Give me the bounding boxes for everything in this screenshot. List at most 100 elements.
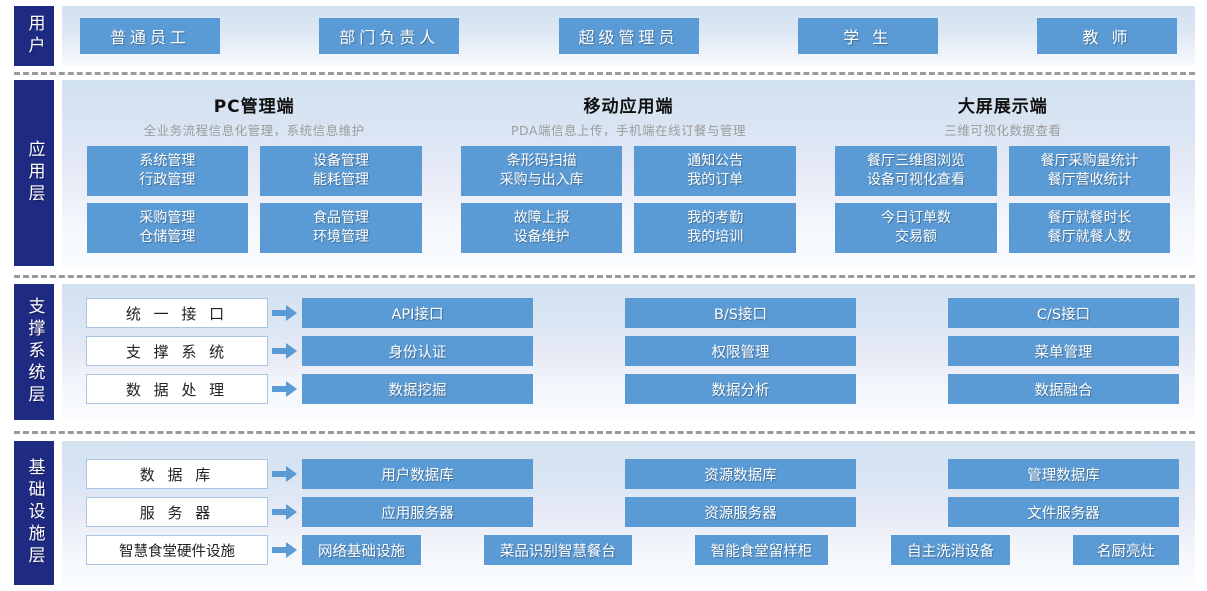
arrow-right-icon (268, 342, 302, 360)
infra-row-label: 数 据 库 (86, 459, 268, 489)
app-card-grid: 餐厅三维图浏览 设备可视化查看 餐厅采购量统计 餐厅营收统计 今日订单数 交易额… (835, 146, 1171, 253)
app-module-line1: 通知公告 (687, 153, 744, 169)
app-module-line2: 交易额 (895, 228, 938, 245)
layer-application: 应用层 PC管理端 全业务流程信息化管理，系统信息维护 系统管理 行政管理 设备… (0, 80, 1207, 266)
app-module-line2: 设备维护 (513, 228, 570, 245)
app-module[interactable]: 条形码扫描 采购与出入库 (460, 146, 623, 196)
app-module[interactable]: 我的考勤 我的培训 (634, 202, 797, 253)
layer-infrastructure-body: 数 据 库 用户数据库 资源数据库 管理数据库 服 务 器 应用服务器 资源服务… (62, 441, 1195, 585)
app-module-line2: 行政管理 (139, 171, 196, 188)
arrow-right-icon (268, 304, 302, 322)
user-role-chip[interactable]: 普通员工 (80, 18, 220, 54)
user-role-chip[interactable]: 部门负责人 (319, 18, 460, 54)
app-module-line1: 系统管理 (139, 153, 196, 169)
arrow-right-icon (268, 503, 302, 521)
arrow-right-icon (268, 465, 302, 483)
app-card-title: 大屏展示端 (957, 97, 1048, 117)
layer-tab-application: 应用层 (14, 80, 54, 266)
layer-tab-user: 用户 (14, 6, 54, 66)
app-module-line2: 采购与出入库 (499, 171, 584, 188)
support-item[interactable]: 菜单管理 (948, 336, 1179, 366)
app-card-title: 移动应用端 (583, 97, 674, 117)
app-module-line1: 餐厅采购量统计 (1040, 153, 1139, 169)
app-module-line2: 餐厅营收统计 (1047, 171, 1132, 188)
app-module[interactable]: 采购管理 仓储管理 (86, 202, 249, 253)
app-module-line2: 能耗管理 (312, 171, 369, 188)
app-module-line2: 我的订单 (687, 171, 744, 188)
app-module-line1: 餐厅三维图浏览 (867, 153, 966, 169)
support-row: 数 据 处 理 数据挖掘 数据分析 数据融合 (86, 374, 1179, 404)
support-item[interactable]: C/S接口 (948, 298, 1179, 328)
user-role-chip[interactable]: 教 师 (1037, 18, 1177, 54)
app-module-line1: 条形码扫描 (506, 153, 577, 169)
infra-row: 服 务 器 应用服务器 资源服务器 文件服务器 (86, 497, 1179, 527)
layer-tab-user-label: 用户 (24, 14, 45, 58)
infra-item[interactable]: 文件服务器 (948, 497, 1179, 527)
app-module[interactable]: 餐厅三维图浏览 设备可视化查看 (835, 146, 997, 196)
support-item[interactable]: 数据分析 (625, 374, 856, 404)
support-row: 统 一 接 口 API接口 B/S接口 C/S接口 (86, 298, 1179, 328)
infra-hardware-item[interactable]: 智能食堂留样柜 (694, 535, 829, 565)
support-row-label: 数 据 处 理 (86, 374, 268, 404)
app-card-title: PC管理端 (213, 97, 295, 117)
infra-item[interactable]: 资源服务器 (625, 497, 856, 527)
support-row-label: 支 撑 系 统 (86, 336, 268, 366)
support-row-items: 数据挖掘 数据分析 数据融合 (302, 374, 1179, 404)
user-role-chip[interactable]: 超级管理员 (558, 18, 699, 54)
app-module[interactable]: 餐厅采购量统计 餐厅营收统计 (1008, 146, 1171, 196)
support-item[interactable]: 身份认证 (302, 336, 533, 366)
app-module[interactable]: 餐厅就餐时长 餐厅就餐人数 (1008, 202, 1171, 253)
app-module-line1: 设备管理 (312, 153, 369, 169)
app-module[interactable]: 设备管理 能耗管理 (260, 146, 422, 196)
app-module-line1: 故障上报 (513, 209, 570, 226)
app-module[interactable]: 通知公告 我的订单 (634, 146, 797, 196)
support-item[interactable]: B/S接口 (625, 298, 856, 328)
support-item[interactable]: API接口 (302, 298, 533, 328)
infra-row-label: 服 务 器 (86, 497, 268, 527)
arrow-right-icon (268, 380, 302, 398)
separator-user-app (14, 72, 1195, 75)
infra-item[interactable]: 管理数据库 (948, 459, 1179, 489)
app-module-line1: 餐厅就餐时长 (1047, 209, 1132, 226)
app-module-line2: 仓储管理 (139, 228, 196, 245)
app-module[interactable]: 食品管理 环境管理 (260, 202, 422, 253)
support-item[interactable]: 数据融合 (948, 374, 1179, 404)
infra-hardware-item[interactable]: 名厨亮灶 (1073, 535, 1179, 565)
support-row: 支 撑 系 统 身份认证 权限管理 菜单管理 (86, 336, 1179, 366)
infra-item[interactable]: 应用服务器 (302, 497, 533, 527)
arrow-right-icon (268, 541, 302, 559)
app-module[interactable]: 故障上报 设备维护 (460, 202, 623, 253)
support-item[interactable]: 权限管理 (625, 336, 856, 366)
app-module-line2: 餐厅就餐人数 (1047, 228, 1132, 245)
app-module-line2: 环境管理 (312, 228, 369, 245)
layer-application-body: PC管理端 全业务流程信息化管理，系统信息维护 系统管理 行政管理 设备管理 能… (62, 80, 1195, 266)
infra-item[interactable]: 用户数据库 (302, 459, 533, 489)
layer-user-body: 普通员工 部门负责人 超级管理员 学 生 教 师 (62, 6, 1195, 66)
infra-hardware-item[interactable]: 自主洗消设备 (891, 535, 1011, 565)
support-row-items: API接口 B/S接口 C/S接口 (302, 298, 1179, 328)
support-item[interactable]: 数据挖掘 (302, 374, 533, 404)
infra-row-items: 用户数据库 资源数据库 管理数据库 (302, 459, 1179, 489)
user-role-chip[interactable]: 学 生 (797, 18, 938, 54)
app-module-line1: 我的考勤 (687, 209, 744, 226)
infra-row-label: 智慧食堂硬件设施 (86, 535, 268, 565)
infra-hardware-item[interactable]: 菜品识别智慧餐台 (483, 535, 632, 565)
app-card-mobile: 移动应用端 PDA端信息上传，手机端在线订餐与管理 条形码扫描 采购与出入库 通… (446, 86, 810, 260)
app-module-line2: 我的培训 (687, 228, 744, 245)
infra-item[interactable]: 资源数据库 (625, 459, 856, 489)
separator-support-infra (14, 431, 1195, 434)
layer-infrastructure: 基础设施层 数 据 库 用户数据库 资源数据库 管理数据库 服 务 器 (0, 441, 1207, 585)
app-card-bigscreen: 大屏展示端 三维可视化数据查看 餐厅三维图浏览 设备可视化查看 餐厅采购量统计 … (821, 86, 1185, 260)
app-card-grid: 系统管理 行政管理 设备管理 能耗管理 采购管理 仓储管理 食品管理 环境管理 (86, 146, 422, 253)
app-card-grid: 条形码扫描 采购与出入库 通知公告 我的订单 故障上报 设备维护 我的考勤 我的… (460, 146, 797, 253)
infra-hardware-item[interactable]: 网络基础设施 (302, 535, 421, 565)
app-card-subtitle: 全业务流程信息化管理，系统信息维护 (143, 123, 365, 138)
app-module[interactable]: 系统管理 行政管理 (86, 146, 249, 196)
support-row-items: 身份认证 权限管理 菜单管理 (302, 336, 1179, 366)
app-module[interactable]: 今日订单数 交易额 (835, 202, 997, 253)
app-module-line2: 设备可视化查看 (867, 171, 966, 188)
app-card-pc: PC管理端 全业务流程信息化管理，系统信息维护 系统管理 行政管理 设备管理 能… (72, 86, 436, 260)
layer-user: 用户 普通员工 部门负责人 超级管理员 学 生 教 师 (0, 6, 1207, 66)
layer-tab-support-system-label: 支撑系统层 (24, 297, 45, 407)
